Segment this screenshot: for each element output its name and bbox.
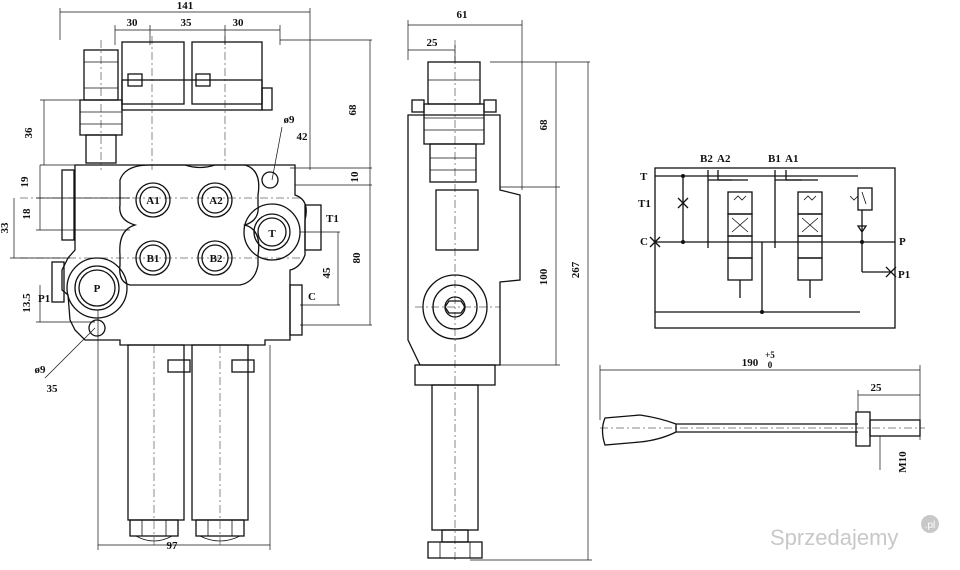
schem-t-label: T [640,171,648,183]
port-a2-label: A2 [209,195,223,207]
port-a1-label: A1 [146,195,159,207]
dim-100: 100 [538,268,550,285]
schem-c-label: C [640,236,648,248]
schem-a1-label: A1 [785,153,798,165]
dim-61: 61 [457,9,468,21]
watermark-suffix: .pl [925,520,936,531]
port-p-label: P [94,283,101,295]
schem-t1-label: T1 [638,198,651,210]
front-view: 141 30 35 30 68 10 80 45 ø9 42 36 [0,0,372,552]
dim-68-side: 68 [538,119,550,131]
dim-68-front: 68 [347,104,359,116]
dim-19: 19 [19,176,31,188]
dim-141: 141 [177,0,194,12]
dim-18: 18 [21,208,33,220]
watermark: Sprzedajemy .pl [770,515,939,550]
dim-30b: 30 [233,17,245,29]
port-p1-label: P1 [38,293,50,305]
port-b1-label: B1 [147,253,160,265]
dim-25: 25 [427,37,439,49]
dim-42: 42 [297,131,309,143]
schem-p1-label: P1 [898,269,910,281]
side-view: 61 25 68 100 267 [407,9,592,561]
lever-handle: 190 +5 0 25 M10 [599,350,925,473]
dim-97: 97 [167,540,179,552]
dim-45: 45 [321,267,333,279]
schem-a2-label: A2 [717,153,731,165]
dim-dia9-bottom: ø9 [35,364,47,376]
dim-190: 190 [742,357,759,369]
dim-10: 10 [349,171,361,183]
schem-p-label: P [899,236,906,248]
dim-190-tol-lower: 0 [768,360,773,370]
dim-13-5: 13.5 [21,293,33,313]
port-b2-label: B2 [210,253,223,265]
dim-25-handle: 25 [871,382,883,394]
dim-33: 33 [0,222,11,234]
dim-190-tol-upper: +5 [765,350,775,360]
port-t-label: T [268,228,276,240]
dim-35-bottom: 35 [47,383,59,395]
dim-m10: M10 [897,451,909,473]
port-t1-label: T1 [326,213,339,225]
schem-b2-label: B2 [700,153,713,165]
dim-36: 36 [23,127,35,139]
dim-267: 267 [570,261,582,278]
port-c-label: C [308,291,316,303]
dim-35: 35 [181,17,193,29]
dim-30a: 30 [127,17,139,29]
dim-80: 80 [351,252,363,264]
hydraulic-schematic: T T1 C P P1 B2 A2 B1 A1 [638,153,910,329]
dim-dia9-top: ø9 [284,114,296,126]
watermark-text: Sprzedajemy [770,525,898,550]
schem-b1-label: B1 [768,153,781,165]
